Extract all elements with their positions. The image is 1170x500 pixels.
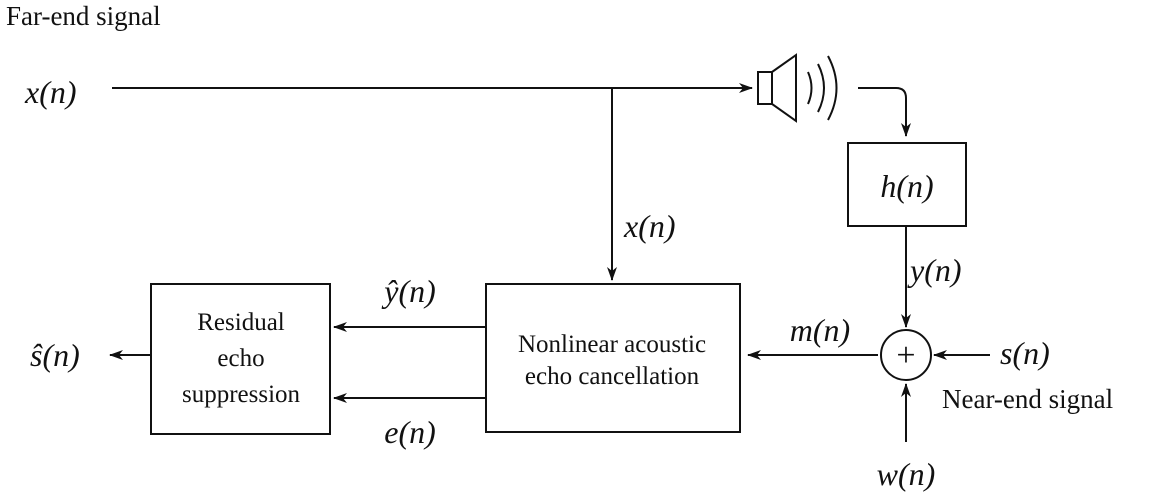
y-hat-label: ŷ(n) [381, 273, 436, 309]
adder: + [880, 329, 932, 381]
s-hat-label: ŝ(n) [30, 337, 80, 373]
e-label: e(n) [384, 414, 436, 450]
adder-symbol: + [896, 337, 915, 374]
naec-block [485, 283, 741, 433]
near-end-signal-label: Near-end signal [942, 384, 1113, 414]
x-input-label: x(n) [24, 74, 77, 110]
residual-line-2: echo [217, 345, 264, 372]
s-label: s(n) [1000, 335, 1050, 371]
speaker-to-h-line [858, 87, 911, 137]
w-label: w(n) [877, 456, 936, 492]
residual-block [150, 283, 331, 435]
y-label: y(n) [907, 252, 962, 288]
residual-line-1: Residual [197, 309, 285, 336]
residual-line-3: suppression [182, 381, 301, 408]
m-label: m(n) [790, 312, 850, 348]
h-block [847, 142, 967, 227]
far-end-signal-label: Far-end signal [6, 1, 161, 31]
speaker-icon [757, 53, 838, 123]
naec-line-2: echo cancellation [525, 363, 700, 390]
naec-line-1: Nonlinear acoustic [518, 331, 706, 358]
x-branch-label: x(n) [623, 208, 676, 244]
h-label: h(n) [880, 168, 933, 204]
